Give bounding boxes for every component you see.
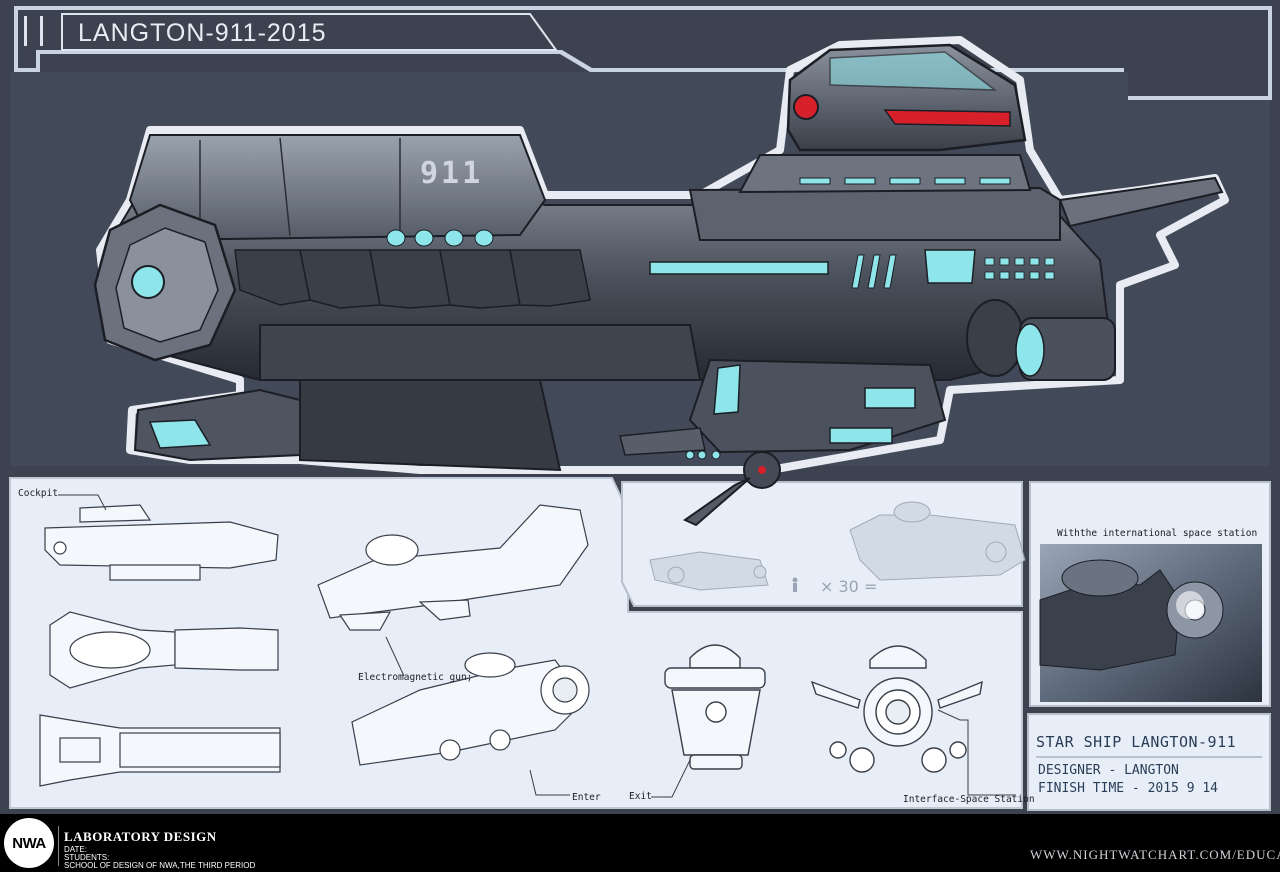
hull-number: 911: [420, 156, 484, 191]
date-label: DATE:: [64, 845, 87, 854]
footer-bar: [0, 814, 1280, 872]
title-tab: [14, 6, 1272, 100]
perspective-view-lower: [351, 652, 590, 766]
lab-title: LABORATORY DESIGN: [64, 829, 217, 844]
callout-electromagnetic-gun: Electromagnetic gun;: [358, 672, 473, 683]
scale-ship: [649, 501, 1026, 591]
sheet-title: LANGTON-911-2015: [78, 19, 327, 47]
iss-light-flare: [1176, 591, 1204, 619]
footer-divider: [58, 826, 59, 866]
site-url[interactable]: WWW.NIGHTWATCHART.COM/EDUCATION: [1030, 847, 1280, 862]
starship-main: [93, 36, 1229, 527]
top-view: [49, 611, 279, 689]
human-figure: [792, 577, 798, 592]
nwa-logo: NWA: [4, 818, 54, 868]
bottom-view: [39, 714, 281, 787]
students-label: STUDENTS:: [64, 853, 110, 862]
perspective-view-upper: [317, 504, 589, 631]
designer: DESIGNER - LANGTON: [1038, 763, 1179, 778]
callout-lines: [58, 494, 1016, 798]
callout-interface: Interface-Space Station: [903, 794, 1035, 805]
iss-caption: Withthe international space station: [1057, 528, 1258, 539]
info-panel: [1027, 713, 1271, 811]
callout-enter: Enter: [572, 792, 601, 803]
scale-multiplier: × 30 =: [820, 577, 878, 596]
rear-view: [664, 644, 766, 770]
callout-cockpit: Cockpit: [18, 488, 59, 499]
side-view: [44, 504, 279, 581]
school-label: SCHOOL OF DESIGN OF NWA,THE THIRD PERIOD: [64, 861, 256, 870]
ship-name: STAR SHIP LANGTON-911: [1036, 733, 1237, 751]
finish-time: FINISH TIME - 2015 9 14: [1038, 781, 1219, 796]
front-view: [810, 645, 983, 773]
callout-exit: Exit: [629, 791, 652, 802]
